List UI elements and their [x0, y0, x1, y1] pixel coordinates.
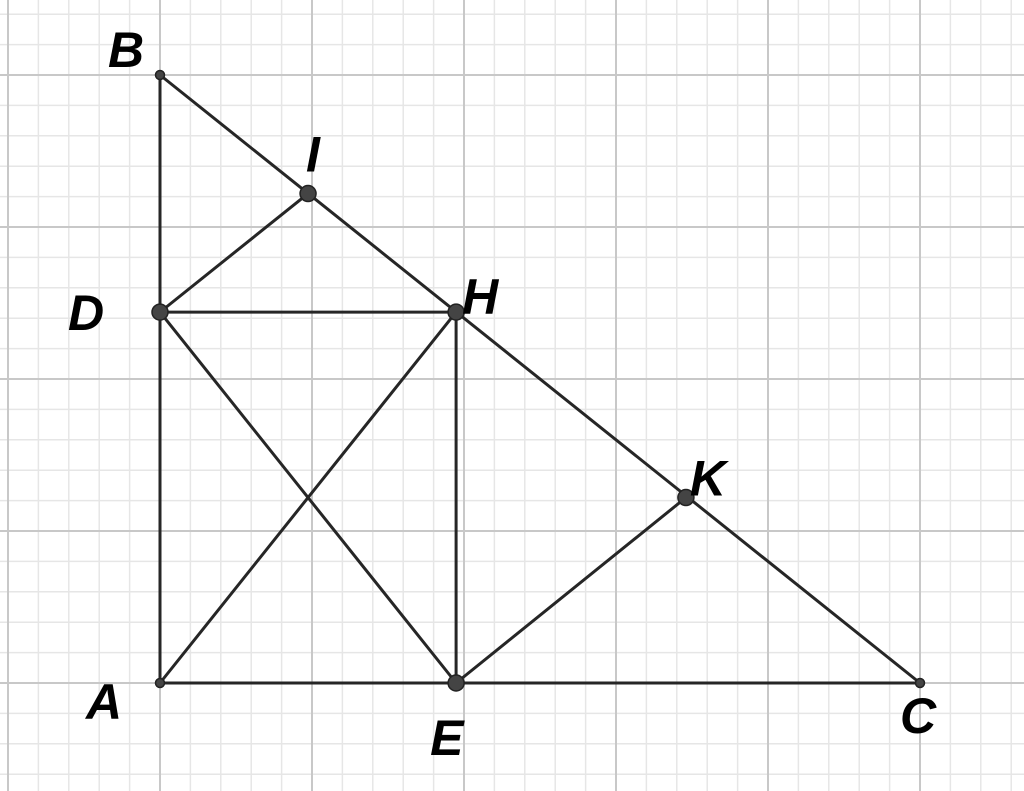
point-C	[914, 677, 926, 689]
point-E	[447, 674, 465, 692]
segment-AH	[158, 310, 458, 685]
segment-BC	[158, 73, 922, 685]
segment-EK	[454, 496, 688, 685]
segments	[158, 73, 922, 685]
label-K: K	[690, 451, 730, 507]
label-H: H	[462, 269, 499, 325]
label-I: I	[306, 127, 321, 183]
label-A: A	[84, 674, 122, 730]
points	[151, 69, 926, 692]
label-E: E	[430, 710, 465, 766]
segment-DI	[158, 192, 310, 314]
label-B: B	[108, 22, 144, 78]
point-I	[299, 184, 317, 203]
point-D	[151, 303, 169, 321]
labels: B I D H K A E C	[68, 22, 937, 766]
point-H	[447, 303, 465, 321]
point-A	[154, 677, 166, 689]
point-B	[154, 69, 166, 81]
point-K	[677, 488, 695, 507]
label-D: D	[68, 285, 104, 341]
label-C: C	[900, 688, 937, 744]
